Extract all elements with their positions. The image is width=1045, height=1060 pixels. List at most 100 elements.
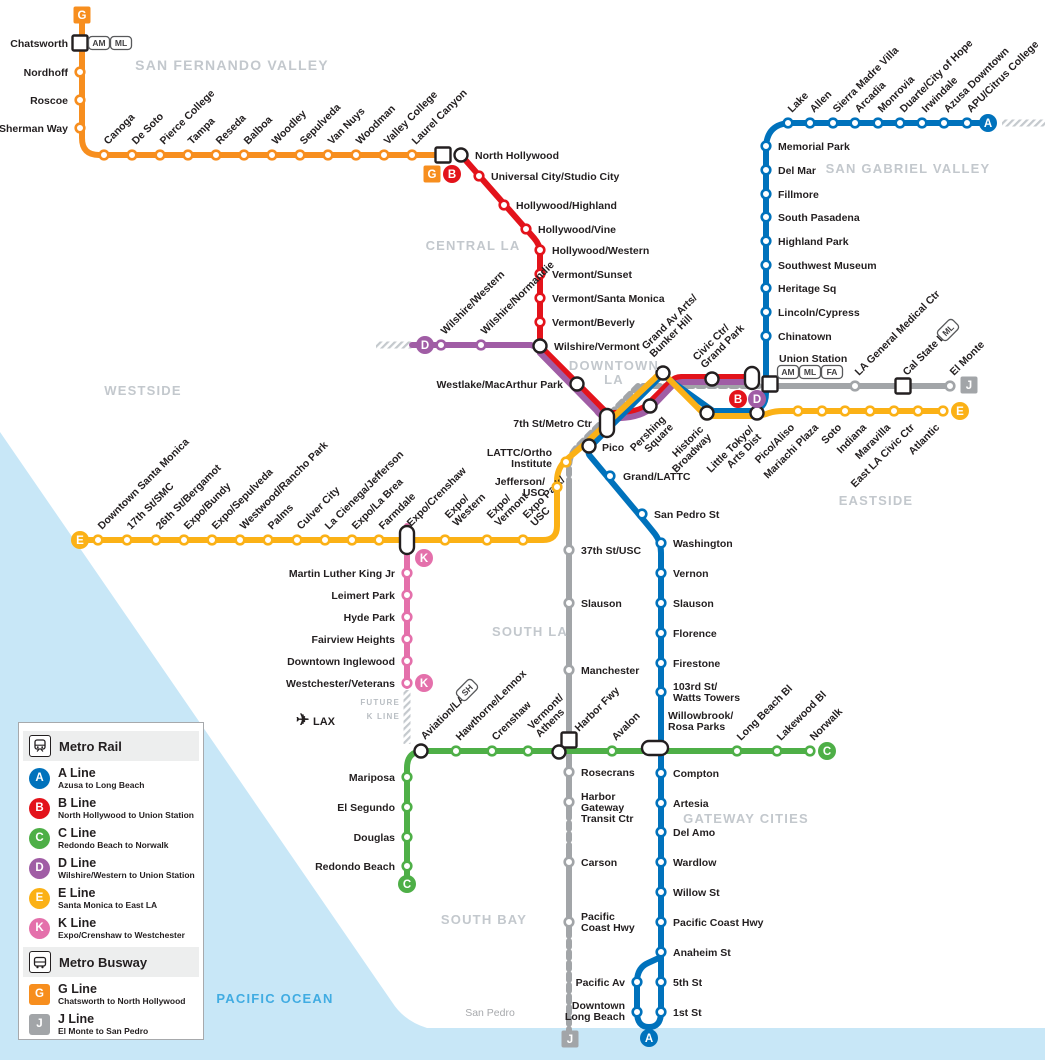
station-dot: [486, 745, 498, 757]
station-wilshire-western: Wilshire/Western: [435, 269, 507, 351]
station-highland-park: Highland Park: [760, 235, 849, 248]
station-memorial-park: Memorial Park: [760, 140, 850, 153]
station-dot: [760, 306, 772, 318]
station-label: Mariposa: [349, 772, 395, 784]
station-carson: Carson: [563, 856, 617, 869]
station-dot: [760, 282, 772, 294]
pill-shape: [798, 364, 822, 380]
station-label: San Pedro St: [654, 509, 720, 521]
station-rosecrans: Rosecrans: [563, 766, 635, 779]
station-dot: [406, 149, 418, 161]
badge-shape: [398, 875, 416, 893]
c-line-legend-badge: C: [29, 828, 50, 849]
station-7th-st-metro-ctr: 7th St/Metro Ctr: [513, 407, 616, 439]
lax-label: LAX: [313, 716, 336, 728]
legend-rail-header: Metro Rail: [23, 731, 199, 761]
badge-shape: [748, 390, 766, 408]
airplane-icon: ✈: [296, 712, 309, 729]
station-dot: [731, 745, 743, 757]
station-dot: [849, 380, 861, 392]
station-dot: [378, 149, 390, 161]
station-manchester: Manchester: [563, 664, 639, 677]
legend-line-name: J Line: [58, 1012, 95, 1026]
station-label: Vernon: [673, 568, 709, 580]
interchange-circle: [581, 438, 597, 454]
station-label: Vermont/Sunset: [552, 269, 632, 281]
terminal-square: [894, 377, 912, 395]
station-heritage-sq: Heritage Sq: [760, 282, 836, 295]
station-pacific-av: Pacific Av: [576, 976, 643, 989]
station-dot: [551, 481, 563, 493]
badge-shape: [640, 1029, 658, 1047]
station-westchester-veterans: Westchester/Veterans: [286, 677, 413, 690]
station-label: Wilshire/Vermont: [554, 341, 640, 353]
station-artesia: Artesia: [655, 797, 709, 810]
station-del-mar: Del Mar: [760, 164, 816, 177]
badge-letter: A: [984, 118, 992, 130]
station-dot: [401, 677, 413, 689]
station-label: Universal City/Studio City: [491, 171, 620, 183]
ml-connector-pill: ML: [109, 35, 133, 51]
station-downtown-inglewood: Downtown Inglewood: [287, 655, 413, 668]
legend-line-desc: Expo/Crenshaw to Westchester: [58, 930, 185, 940]
station-label: Hollywood/Highland: [516, 200, 617, 212]
region-label-south-la: SOUTH LA: [492, 624, 568, 639]
station-universal-city-studio-city: Universal City/Studio City: [473, 170, 620, 183]
station-label: Hyde Park: [344, 612, 396, 624]
station-label: Del Amo: [673, 827, 715, 839]
station-dot: [401, 771, 413, 783]
station-label: Lake: [786, 90, 812, 116]
station-dot: [563, 597, 575, 609]
e-line-badge: E: [71, 531, 89, 549]
station-fairview-heights: Fairview Heights: [312, 633, 413, 646]
station-label: Nordhoff: [24, 67, 69, 79]
station-dot: [346, 534, 358, 546]
c-line-badge: C: [818, 742, 836, 760]
station-dot: [262, 534, 274, 546]
pill-text: FA: [827, 367, 838, 377]
station-dot: [74, 122, 86, 134]
station-dot: [534, 268, 546, 280]
station-label: El Segundo: [337, 802, 395, 814]
station-label: Anaheim St: [673, 947, 731, 959]
badge-shape: [951, 402, 969, 420]
station-dot: [450, 745, 462, 757]
station-label: 103rd St/Watts Towers: [673, 681, 740, 704]
station-label: Slauson: [581, 598, 622, 610]
station-label: Civic Ctr/Grand Park: [691, 314, 747, 370]
badge-shape: [71, 531, 89, 549]
station-dot: [563, 856, 575, 868]
ml-connector-pill: ML: [798, 364, 822, 380]
legend-line-desc: El Monte to San Pedro: [58, 1026, 149, 1036]
station-label: Del Mar: [778, 165, 816, 177]
interchange-circle: [532, 338, 548, 354]
water-layer: [0, 432, 1045, 1060]
station-roscoe: Roscoe: [30, 94, 86, 107]
station-dot: [655, 1006, 667, 1018]
station-dot: [872, 117, 884, 129]
badge-letter: E: [956, 406, 964, 418]
station-dot: [606, 745, 618, 757]
station-dot: [655, 916, 667, 928]
station-1st-st: 1st St: [655, 1006, 702, 1019]
station-fillmore: Fillmore: [760, 188, 819, 201]
station-dot: [475, 339, 487, 351]
station-label: Highland Park: [778, 236, 849, 248]
region-label-san-gabriel-valley: SAN GABRIEL VALLEY: [826, 161, 991, 176]
station-washington: Washington: [655, 537, 733, 550]
station-slauson: Slauson: [563, 597, 622, 610]
station-label: Westchester/Veterans: [286, 678, 395, 690]
station-dot: [655, 537, 667, 549]
interchange-stadium: [598, 407, 616, 439]
station-label: Little Tokyo/Arts Dist: [704, 423, 764, 483]
station-dot: [792, 405, 804, 417]
station-dot: [636, 508, 648, 520]
e-line-badge: E: [951, 402, 969, 420]
station-label: Roscoe: [30, 95, 68, 107]
